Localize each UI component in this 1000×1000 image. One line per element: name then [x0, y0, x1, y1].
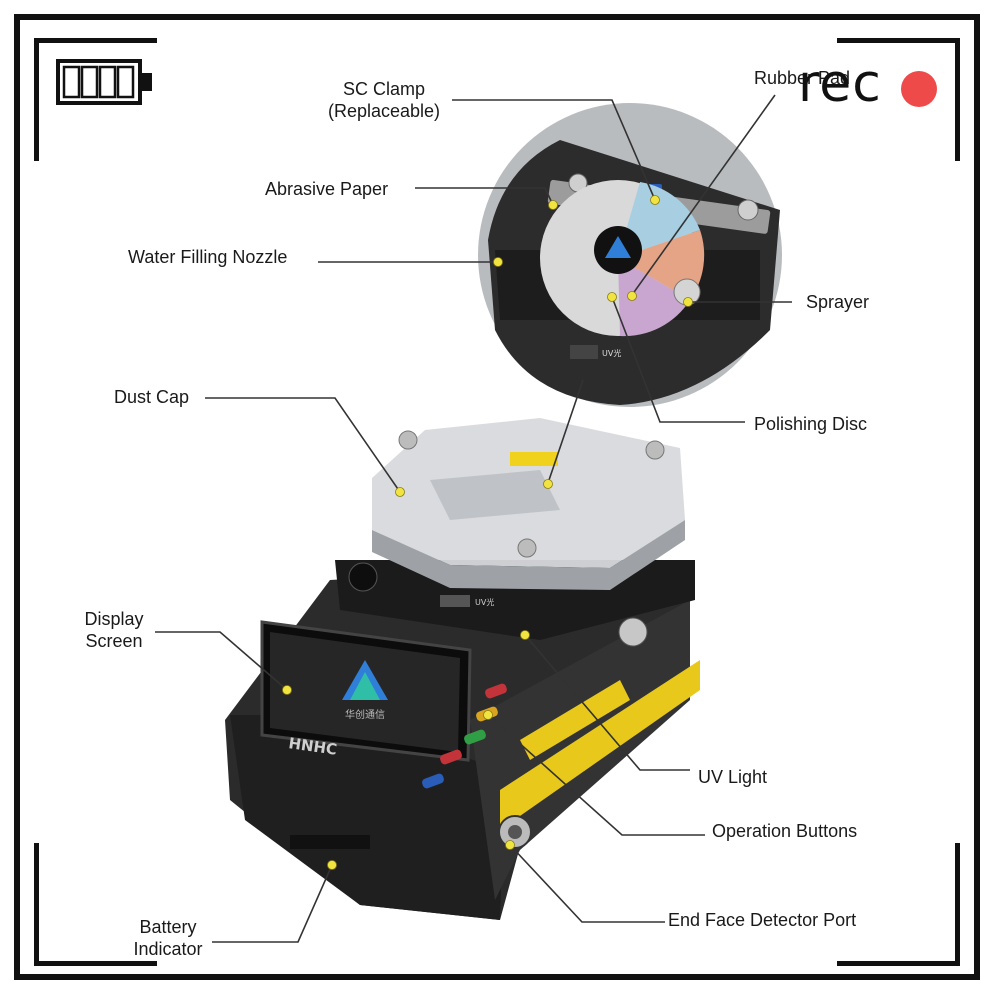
marker-display: [282, 685, 292, 695]
label-display-screen-line1: Display: [84, 609, 144, 629]
label-battery-indicator-line2: Indicator: [133, 939, 203, 959]
marker-end-face: [505, 840, 515, 850]
label-polishing-disc: Polishing Disc: [754, 414, 868, 434]
marker-sc-clamp: [650, 195, 660, 205]
leader-dust-cap: [205, 397, 401, 493]
rec-dot-icon: [901, 71, 937, 107]
viewfinder-corner-bottom-right: [837, 843, 960, 966]
marker-polishing-disc: [607, 292, 617, 302]
marker-dust-cap: [395, 487, 405, 497]
marker-dust-cap-inset: [543, 479, 553, 489]
label-display-screen: Display Screen: [68, 608, 160, 652]
body-uv-tag: UV光: [475, 597, 494, 607]
label-battery-indicator: Battery Indicator: [120, 916, 216, 960]
leader-display: [155, 631, 288, 691]
viewfinder-corner-top-right: [837, 38, 960, 161]
battery-full-icon: [56, 59, 152, 105]
label-display-screen-line2: Screen: [85, 631, 143, 651]
label-uv-light: UV Light: [698, 767, 768, 787]
marker-sprayer: [683, 297, 693, 307]
label-battery-indicator-line1: Battery: [139, 917, 197, 937]
leader-rubber-pad: [631, 94, 776, 296]
label-rubber-pad: Rubber Pad: [754, 68, 851, 88]
leader-dust-cap-inset: [547, 379, 584, 484]
inset-uv-tag: UV光: [602, 348, 621, 358]
leader-lines: [155, 94, 792, 943]
marker-abrasive-paper: [548, 200, 558, 210]
label-operation-buttons: Operation Buttons: [712, 821, 858, 841]
leader-uv-light: [524, 634, 690, 771]
rec-indicator-text: rec: [798, 54, 882, 114]
label-sc-clamp-line2: (Replaceable): [327, 101, 441, 121]
marker-rubber-pad: [627, 291, 637, 301]
marker-operation-buttons: [483, 710, 493, 720]
screen-subtitle: 华创通信: [345, 708, 385, 721]
marker-uv-light: [520, 630, 530, 640]
leader-abrasive-paper: [415, 187, 554, 206]
leader-end-face: [509, 844, 665, 923]
leader-battery: [212, 864, 333, 943]
label-dust-cap: Dust Cap: [114, 387, 190, 407]
label-sc-clamp-line1: SC Clamp: [342, 79, 426, 99]
viewfinder-corner-top-left: [34, 38, 157, 161]
label-abrasive-paper: Abrasive Paper: [265, 179, 389, 199]
label-sc-clamp: SC Clamp (Replaceable): [318, 78, 450, 122]
polishing-machine: UV光 华创通信 HNHC: [225, 418, 700, 920]
leader-operation-buttons: [487, 714, 705, 836]
label-end-face-detector-port: End Face Detector Port: [668, 910, 857, 930]
leader-polishing-disc: [611, 296, 745, 423]
zoom-inset: UV光: [478, 103, 782, 407]
viewfinder-corner-bottom-left: [34, 843, 157, 966]
outer-frame: [14, 14, 980, 980]
marker-battery: [327, 860, 337, 870]
label-water-filling-nozzle: Water Filling Nozzle: [128, 247, 288, 267]
marker-dots: [282, 195, 693, 870]
label-sprayer: Sprayer: [806, 292, 870, 312]
marker-water-nozzle: [493, 257, 503, 267]
leader-sc-clamp: [452, 99, 656, 201]
